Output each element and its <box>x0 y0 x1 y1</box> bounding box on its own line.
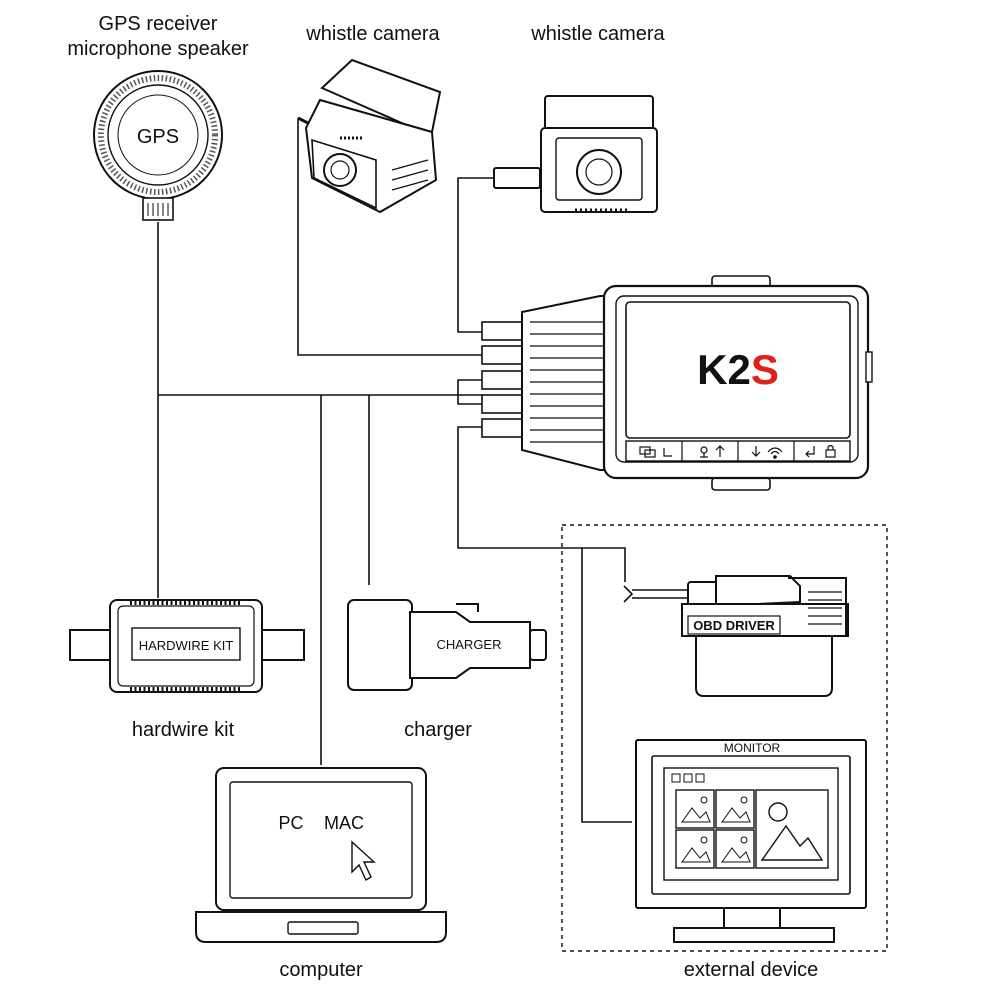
obd-box-label: OBD DRIVER <box>693 618 775 633</box>
gps-label-line2: microphone speaker <box>67 38 249 60</box>
camera-left-label: whistle camera <box>306 23 440 45</box>
wifi-down-icon <box>751 446 783 459</box>
external-monitor: MONITOR <box>635 739 867 943</box>
dashcam-ports <box>481 321 523 438</box>
dashcam-button-3[interactable] <box>751 446 783 459</box>
screen-pc-label: PC <box>278 813 303 833</box>
gps-badge: GPS <box>137 126 179 148</box>
computer-laptop: PC MAC <box>195 767 447 943</box>
screen-mac-label: MAC <box>324 813 364 833</box>
obd-driver: OBD DRIVER <box>623 575 849 697</box>
wire-camera-right <box>457 177 500 333</box>
dashcam-button-1[interactable] <box>639 446 672 458</box>
cursor-icon <box>351 840 376 881</box>
charger-label: charger <box>404 719 472 741</box>
external-device-label: external device <box>683 959 819 981</box>
charger-box-label: CHARGER <box>436 637 501 652</box>
dashcam-brand-k2: K2 <box>697 346 751 393</box>
whistle-camera-right <box>493 95 658 213</box>
external-device-group: OBD DRIVER MONITOR <box>561 524 888 952</box>
svg-text:K2S: K2S <box>697 346 779 393</box>
charger: CHARGER <box>347 599 547 691</box>
screen-switch-icon <box>639 446 672 458</box>
monitor-title: MONITOR <box>724 741 781 755</box>
dashcam-button-2[interactable] <box>700 445 725 458</box>
hardwire-box-label: HARDWIRE KIT <box>139 638 234 653</box>
dashcam-brand-s: S <box>751 346 779 393</box>
enter-lock-icon <box>805 444 836 458</box>
hardwire-kit: HARDWIRE KIT <box>69 599 305 693</box>
image-tiles <box>675 789 829 869</box>
wire-bus-ports <box>457 379 482 405</box>
mic-up-icon <box>700 445 725 458</box>
gps-label-line1: GPS receiver <box>98 13 218 35</box>
wire-external <box>457 426 626 582</box>
computer-label: computer <box>279 959 363 981</box>
dashcam-button-4[interactable] <box>805 444 836 458</box>
camera-right-label: whistle camera <box>531 23 665 45</box>
gps-receiver: GPS <box>93 70 223 221</box>
connection-wires <box>157 118 626 765</box>
dashcam-k2s: K2S <box>481 275 873 491</box>
hardwire-kit-label: hardwire kit <box>131 719 235 741</box>
whistle-camera-left <box>297 58 442 214</box>
wire-camera-left <box>297 118 482 356</box>
